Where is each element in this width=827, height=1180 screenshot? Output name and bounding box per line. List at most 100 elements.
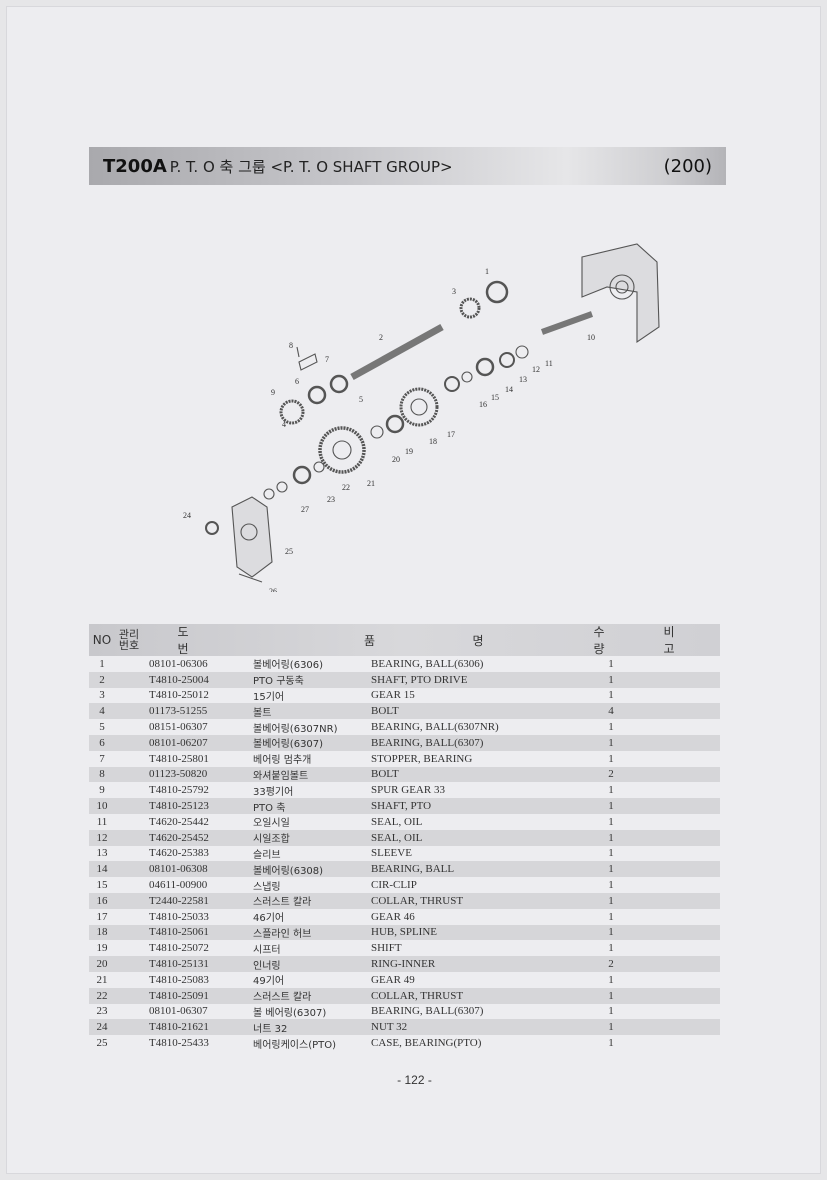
row-part-no: T4810-25792 xyxy=(149,784,209,797)
row-korean-name: 볼베어링(6307) xyxy=(253,739,324,751)
row-no: 22 xyxy=(96,989,108,1002)
row-no: 15 xyxy=(96,879,108,892)
row-english-name: SLEEVE xyxy=(371,847,412,860)
row-english-name: GEAR 49 xyxy=(371,973,415,986)
callout-13: 13 xyxy=(519,375,527,384)
callout-23: 23 xyxy=(327,495,335,504)
row-qty: 1 xyxy=(608,736,614,749)
row-part-no: T4810-25433 xyxy=(149,1037,209,1050)
row-korean-name: 슬리브 xyxy=(253,849,281,861)
row-korean-name: PTO 구동축 xyxy=(253,676,304,688)
row-part-no: 04611-00900 xyxy=(149,879,208,892)
callout-10: 10 xyxy=(587,333,595,342)
row-korean-name: 오일시일 xyxy=(253,818,290,830)
row-no: 17 xyxy=(96,910,108,923)
row-no: 3 xyxy=(99,689,105,702)
callout-14: 14 xyxy=(505,385,513,394)
row-qty: 1 xyxy=(608,831,614,844)
row-korean-name: 베어링케이스(PTO) xyxy=(253,1039,337,1051)
row-no: 16 xyxy=(96,894,108,907)
row-qty: 1 xyxy=(608,689,614,702)
row-part-no: T4810-25083 xyxy=(149,973,209,986)
row-no: 23 xyxy=(96,1005,108,1018)
row-korean-name: 인너링 xyxy=(253,960,281,972)
row-korean-name: 볼베어링(6308) xyxy=(253,865,324,877)
row-korean-name: 볼 베어링(6307) xyxy=(253,1007,327,1019)
row-qty: 1 xyxy=(608,894,614,907)
row-qty: 1 xyxy=(608,784,614,797)
row-english-name: SHAFT, PTO xyxy=(371,800,432,813)
row-no: 20 xyxy=(96,958,108,971)
callout-20: 20 xyxy=(392,455,400,464)
row-no: 9 xyxy=(99,784,105,797)
callout-8: 8 xyxy=(289,341,293,350)
callout-22: 22 xyxy=(342,483,350,492)
col-no: NO xyxy=(92,633,112,647)
callout-25: 25 xyxy=(285,547,293,556)
row-part-no: T4810-25072 xyxy=(149,942,209,955)
row-no: 7 xyxy=(99,752,105,765)
row-part-no: 08101-06306 xyxy=(149,657,208,670)
row-korean-name: 15기어 xyxy=(253,691,285,703)
row-korean-name: 와셔붙임볼트 xyxy=(253,770,309,782)
row-qty: 2 xyxy=(608,958,614,971)
row-korean-name: 스냅링 xyxy=(253,881,281,893)
row-english-name: CIR-CLIP xyxy=(371,879,417,892)
row-english-name: CASE, BEARING(PTO) xyxy=(371,1037,482,1050)
row-english-name: STOPPER, BEARING xyxy=(371,752,473,765)
row-english-name: BOLT xyxy=(371,768,399,781)
row-part-no: T4620-25452 xyxy=(149,831,209,844)
row-english-name: COLLAR, THRUST xyxy=(371,894,464,907)
row-qty: 1 xyxy=(608,879,614,892)
row-korean-name: 스플라인 허브 xyxy=(253,928,312,940)
row-english-name: RING-INNER xyxy=(371,958,436,971)
row-english-name: BEARING, BALL(6307NR) xyxy=(371,721,499,734)
row-qty: 1 xyxy=(608,847,614,860)
row-part-no: 08101-06307 xyxy=(149,1005,208,1018)
row-part-no: 08101-06207 xyxy=(149,736,208,749)
col-korean-name: 품 xyxy=(363,633,375,648)
row-english-name: COLLAR, THRUST xyxy=(371,989,464,1002)
row-korean-name: 시프터 xyxy=(253,944,281,956)
row-qty: 1 xyxy=(608,1005,614,1018)
row-english-name: BOLT xyxy=(371,705,399,718)
row-english-name: NUT 32 xyxy=(371,1021,408,1034)
row-part-no: 08101-06308 xyxy=(149,863,208,876)
col-english-name: 명 xyxy=(472,633,484,648)
row-no: 4 xyxy=(99,705,105,718)
row-no: 10 xyxy=(96,800,108,813)
row-english-name: SHAFT, PTO DRIVE xyxy=(371,673,468,686)
row-english-name: BEARING, BALL xyxy=(371,863,455,876)
callout-5: 5 xyxy=(359,395,363,404)
row-qty: 1 xyxy=(608,657,614,670)
row-no: 1 xyxy=(99,657,105,670)
row-part-no: T4810-25123 xyxy=(149,800,209,813)
row-korean-name: 스러스트 칼라 xyxy=(253,897,312,909)
row-english-name: SEAL, OIL xyxy=(371,831,423,844)
row-korean-name: PTO 축 xyxy=(253,802,286,814)
row-qty: 1 xyxy=(608,973,614,986)
row-qty: 1 xyxy=(608,673,614,686)
row-korean-name: 33평기어 xyxy=(253,786,294,798)
row-part-no: T4810-25131 xyxy=(149,958,209,971)
row-korean-name: 스러스트 칼라 xyxy=(253,992,312,1004)
row-english-name: SEAL, OIL xyxy=(371,815,423,828)
row-part-no: T4620-25383 xyxy=(149,847,209,860)
